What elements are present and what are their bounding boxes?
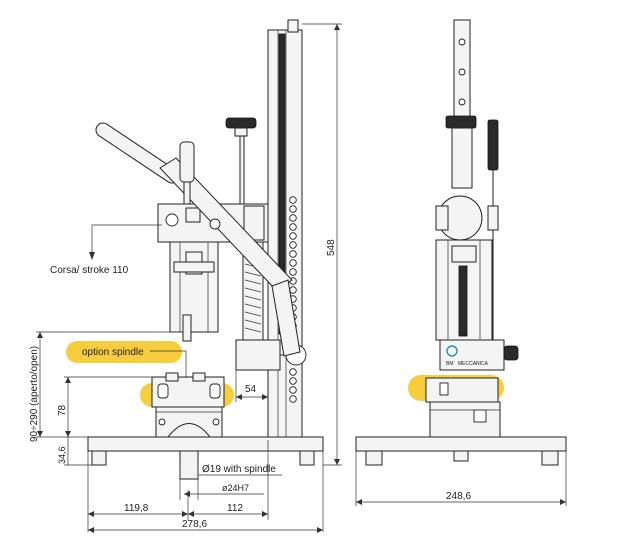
bottom-spindle — [179, 450, 199, 480]
option-spindle-leader — [150, 350, 187, 378]
open-range: 90÷290 (aperto/open) — [29, 346, 40, 442]
base-foot-right — [299, 450, 315, 466]
lever-pivot — [209, 218, 221, 230]
side-base — [355, 436, 567, 452]
spindle-rod — [182, 314, 192, 342]
base-foot-left — [91, 450, 107, 466]
side-lever-grip — [487, 119, 499, 171]
side-width: 248,6 — [446, 491, 471, 502]
side-foot-right — [541, 450, 559, 466]
column-cap — [287, 19, 299, 33]
ram-top-knob — [179, 141, 195, 183]
side-foot-left — [365, 450, 383, 466]
width-right: 112 — [227, 503, 243, 514]
base-plate — [87, 436, 324, 452]
adjust-knob — [225, 117, 257, 129]
option-spindle-label: option spindle — [82, 347, 144, 358]
side-view: BM MECCANICA 248,6 — [355, 19, 567, 506]
width-total: 278,6 — [182, 519, 207, 530]
head-screw — [185, 207, 201, 223]
side-clamp — [425, 377, 499, 403]
carriage-block — [235, 339, 281, 371]
side-lock-knob — [503, 345, 519, 361]
stroke-leader — [91, 224, 162, 256]
arm-offset: 54 — [245, 384, 257, 395]
logo-mark — [446, 345, 458, 357]
ram-crossbar — [173, 261, 215, 273]
front-view — [87, 19, 324, 480]
stroke-label: Corsa/ stroke 110 — [50, 265, 129, 276]
option-spindle-highlight — [66, 341, 182, 363]
spindle-diameter: Ø19 with spindle — [202, 464, 276, 475]
bore-diameter: ø24H7 — [222, 483, 249, 493]
knob-screw — [239, 135, 245, 205]
width-left: 119,8 — [124, 503, 149, 514]
pivot-left — [165, 213, 179, 227]
logo-text: MECCANICA — [458, 361, 489, 367]
front-dimensions: Corsa/ stroke 110 548 90÷290 (aperto/ope… — [29, 23, 342, 533]
lever-arm — [159, 157, 293, 291]
logo-prefix: BM — [446, 361, 454, 367]
knob-neck — [234, 127, 248, 137]
side-fixture — [429, 401, 501, 438]
side-column-mid — [451, 127, 473, 189]
lever-link — [271, 279, 301, 357]
fixture-bore — [166, 423, 212, 438]
height-total: 548 — [326, 239, 337, 256]
clamp-height: 78 — [57, 404, 68, 416]
side-knob — [445, 115, 477, 129]
base-height: 34,6 — [57, 446, 67, 464]
